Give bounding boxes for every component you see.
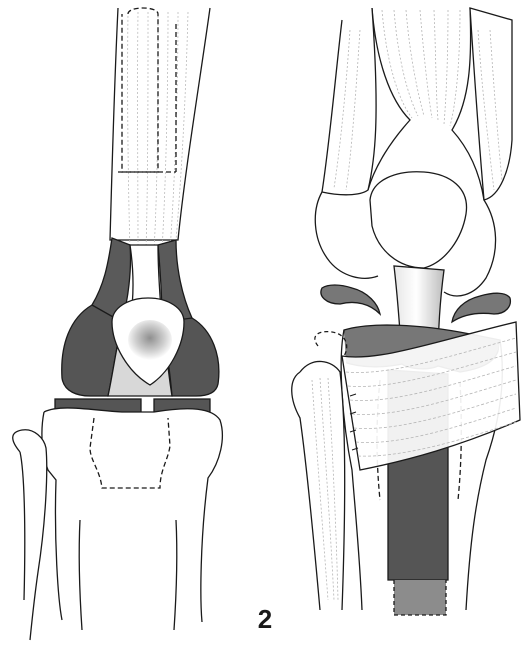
femur-shaft bbox=[368, 8, 484, 200]
femoral-condyle-lateral bbox=[315, 192, 378, 278]
meniscus-lateral bbox=[321, 285, 380, 314]
tibia bbox=[42, 408, 222, 622]
fibula-right bbox=[292, 361, 345, 610]
patella-shading bbox=[128, 320, 172, 360]
figure-number: 2 bbox=[0, 604, 530, 635]
right-knee-view bbox=[292, 8, 520, 615]
quadriceps-tendon bbox=[110, 8, 210, 240]
patella-right bbox=[370, 172, 467, 268]
left-knee-view bbox=[13, 8, 223, 640]
meniscus-medial bbox=[452, 293, 510, 322]
